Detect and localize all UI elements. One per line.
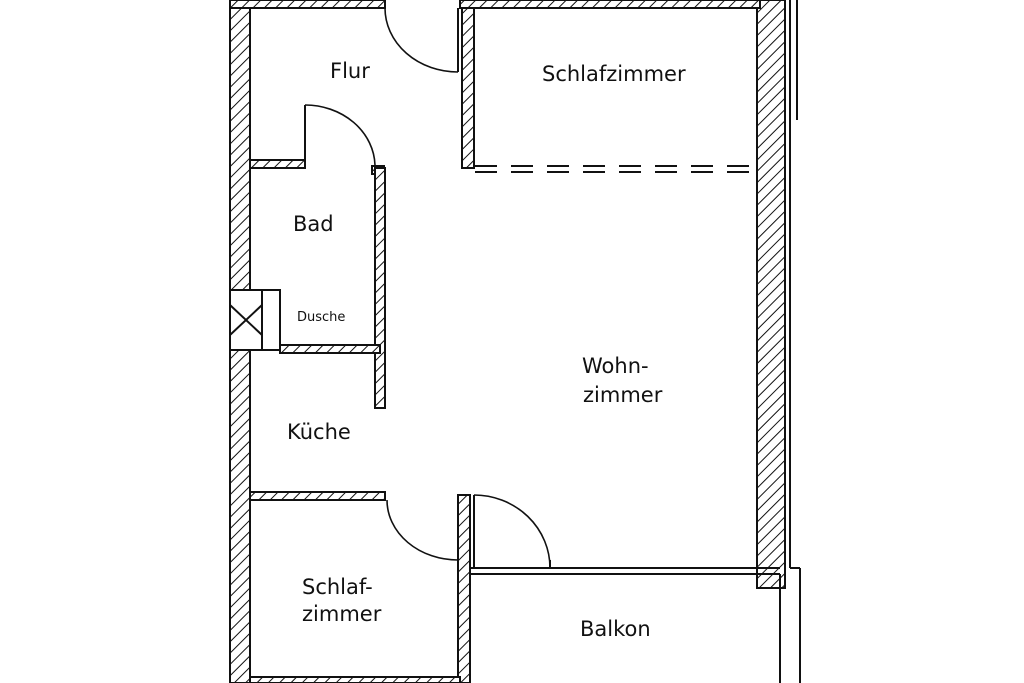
bedroom-door-arc: [386, 499, 459, 561]
label-schlafzimmer-bottom-line1: Schlaf-: [302, 575, 373, 599]
balcony-door-arc: [473, 494, 551, 569]
label-schlafzimmer-top: Schlafzimmer: [542, 62, 686, 86]
wall-top-left: [229, 0, 386, 9]
doors: [304, 7, 551, 569]
label-balkon: Balkon: [580, 617, 651, 641]
wall-top-right: [459, 0, 761, 9]
label-kueche: Küche: [287, 420, 351, 444]
wall-left-lower: [229, 349, 251, 683]
room-labels: Flur Schlafzimmer Bad Dusche Wohn- zimme…: [287, 59, 686, 641]
shaft: [229, 289, 281, 351]
entrance-door-arc: [384, 7, 459, 73]
wall-right: [756, 0, 786, 589]
label-wohnzimmer-line2: zimmer: [583, 383, 663, 407]
bad-door-arc: [304, 104, 376, 166]
label-dusche: Dusche: [297, 310, 345, 325]
label-bad: Bad: [293, 212, 334, 236]
interior-walls: [249, 7, 781, 683]
wall-left-upper: [229, 0, 251, 291]
label-wohnzimmer-line1: Wohn-: [582, 354, 649, 378]
label-schlafzimmer-bottom-line2: zimmer: [302, 602, 382, 626]
window-marks: [789, 0, 801, 683]
label-flur: Flur: [330, 59, 370, 83]
